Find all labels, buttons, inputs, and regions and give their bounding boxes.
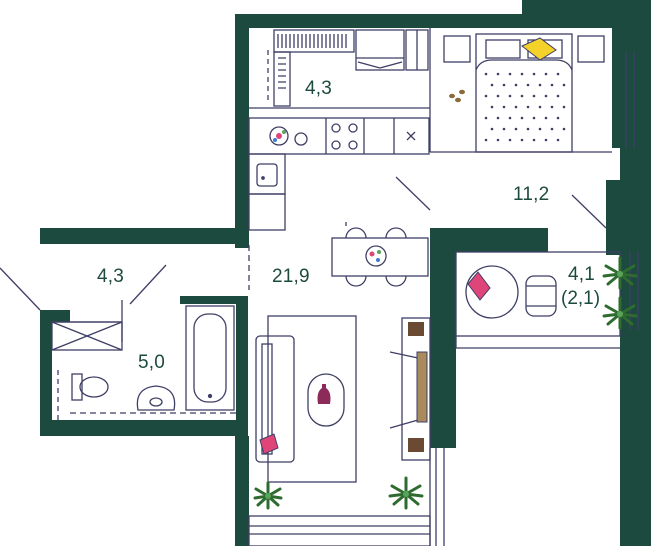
bedspread-dot [490, 105, 494, 109]
bedspread-dot [544, 138, 548, 142]
bedroom-furniture [443, 33, 605, 153]
bedspread-dot [502, 83, 506, 87]
dining-set [331, 222, 429, 287]
balcony-cushion [467, 271, 491, 301]
balcony-furniture [465, 265, 557, 319]
vase [317, 384, 331, 404]
bedspread-dot [538, 127, 542, 131]
living-kitchen-area-label: 21,9 [272, 266, 310, 287]
plant-icon [388, 476, 424, 510]
plant-icon [602, 256, 638, 290]
yellow-pillow [521, 37, 557, 61]
bedroom-area-label: 11,2 [513, 184, 550, 205]
bedspread-dot [484, 72, 488, 76]
bedspread-dot [562, 105, 566, 109]
bedspread-dot [508, 72, 512, 76]
bedspread-dot [550, 127, 554, 131]
bedspread-dot [484, 116, 488, 120]
tv-cabinet [416, 351, 428, 423]
bedspread-dot [526, 127, 530, 131]
slippers [449, 89, 465, 103]
bedspread-dot [532, 72, 536, 76]
bedspread-dot [532, 94, 536, 98]
bedspread-dot [562, 83, 566, 87]
bedspread-dot [544, 116, 548, 120]
balcony-reduced-area-label: (2,1) [561, 288, 601, 309]
plant-icon [602, 296, 638, 330]
table-bowl-fruit [369, 250, 381, 262]
fruit-bowl [273, 130, 286, 142]
cushion [259, 433, 279, 455]
bedspread-dot [556, 72, 560, 76]
bedspread-dot [496, 138, 500, 142]
bedspread-dot [556, 116, 560, 120]
bedspread-dot [508, 94, 512, 98]
walls [40, 0, 651, 546]
bedspread-dot [556, 138, 560, 142]
bedspread-dot [520, 116, 524, 120]
bedspread-dot [526, 105, 530, 109]
bedspread-dot [550, 105, 554, 109]
bedspread-dot [520, 72, 524, 76]
bedspread-dot [490, 127, 494, 131]
bedspread-dot [508, 116, 512, 120]
hall-area-label: 4,3 [97, 266, 125, 287]
bedspread-dot [538, 83, 542, 87]
wardrobe-area-label: 4,3 [305, 78, 333, 99]
plant-icon [253, 481, 283, 510]
bedspread-dot [550, 83, 554, 87]
bedspread-dot [538, 105, 542, 109]
bedspread-dot [532, 138, 536, 142]
bedspread-dot [484, 138, 488, 142]
bedspread-dot [532, 116, 536, 120]
bedspread-dot [490, 83, 494, 87]
bed-dots [484, 72, 566, 142]
bedspread-dot [484, 94, 488, 98]
bedspread-dot [520, 94, 524, 98]
bedspread-dot [496, 116, 500, 120]
speaker-top [408, 322, 424, 336]
speaker-bottom [408, 438, 424, 452]
bedspread-dot [496, 94, 500, 98]
bedspread-dot [502, 105, 506, 109]
bedspread-dot [514, 105, 518, 109]
wardrobe-furniture [273, 29, 429, 107]
bedspread-dot [544, 94, 548, 98]
balcony-area-label: 4,1 [568, 264, 596, 285]
bedspread-dot [526, 83, 530, 87]
bedspread-dot [502, 127, 506, 131]
bedspread-dot [562, 127, 566, 131]
kitchen-furniture [248, 117, 430, 231]
bedspread-dot [544, 72, 548, 76]
bathroom-furniture [51, 305, 235, 411]
bedspread-dot [556, 94, 560, 98]
thin-walls [0, 28, 639, 546]
bedspread-dot [514, 127, 518, 131]
bathroom-area-label: 5,0 [138, 352, 166, 373]
bedspread-dot [520, 138, 524, 142]
bedspread-dot [496, 72, 500, 76]
bedspread-dot [508, 138, 512, 142]
living-furniture [255, 315, 431, 483]
bedspread-dot [514, 83, 518, 87]
